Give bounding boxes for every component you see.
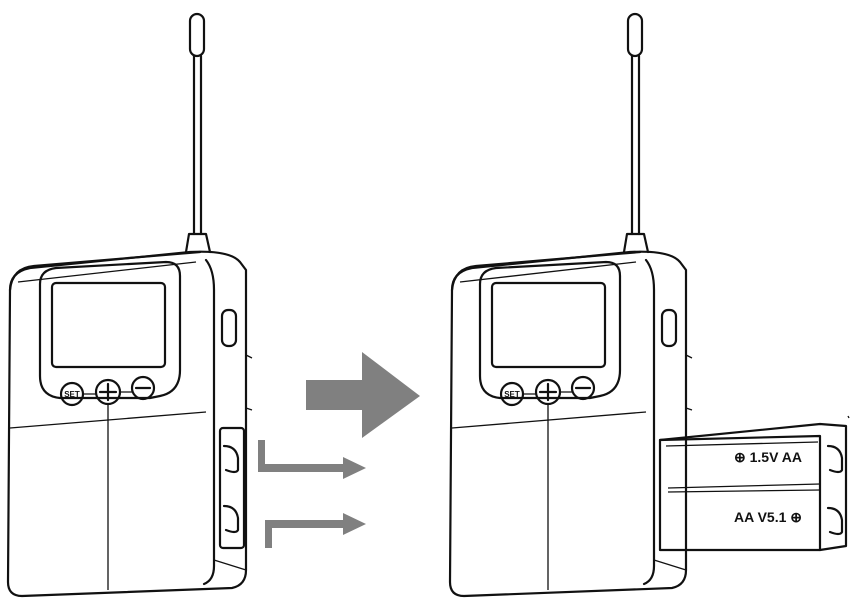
button-minus-right <box>570 375 596 401</box>
display-housing-left <box>38 260 182 400</box>
svg-text:SET: SET <box>64 390 80 399</box>
side-button-left <box>220 308 238 348</box>
slide-arrows <box>258 440 366 548</box>
slide-arrow-top <box>258 440 366 479</box>
body-outline-left <box>6 250 248 598</box>
button-minus-left <box>130 375 156 401</box>
battery-contact-top <box>826 444 844 474</box>
antenna-right <box>622 12 650 254</box>
battery-contact-bottom <box>826 506 844 536</box>
big-arrow <box>306 352 420 438</box>
transmitter-left: SET <box>6 12 253 598</box>
side-button-right <box>660 308 678 348</box>
body-outline-right <box>448 250 688 598</box>
button-plus-left <box>94 378 122 406</box>
lcd-screen-left <box>50 281 167 369</box>
slide-arrow-bottom <box>258 513 366 548</box>
battery-tray: ⊕ 1.5V AA AA V5.1 ⊕ <box>658 415 850 552</box>
transmitter-right: SET <box>448 12 693 598</box>
antenna-left <box>184 12 212 254</box>
button-set-left: SET <box>59 381 85 407</box>
button-set-right: SET <box>499 381 525 407</box>
battery-label-bottom: AA V5.1 ⊕ <box>734 509 802 525</box>
button-plus-right <box>534 378 562 406</box>
svg-text:SET: SET <box>504 390 520 399</box>
display-housing-right <box>478 260 622 400</box>
battery-label-top: ⊕ 1.5V AA <box>734 449 802 465</box>
lcd-screen-right <box>490 281 607 369</box>
battery-door-left <box>218 426 246 550</box>
